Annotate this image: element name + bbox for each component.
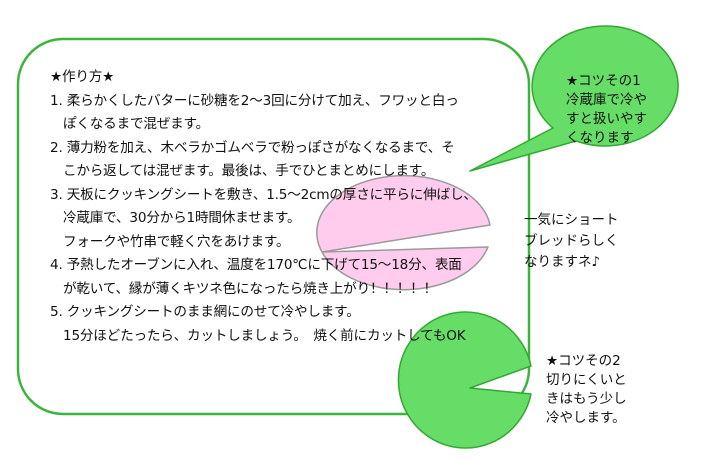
pink-line: 一気にショート (524, 212, 619, 228)
tip2-line: 冷やします。 (546, 410, 626, 426)
step-3-continuation: 冷蔵庫で、30分から1時間休ませます。 (63, 210, 301, 226)
step-2-continuation: こから返しては混ぜます。最後は、手でひとまとめにします。 (63, 163, 435, 179)
tip2-line: きはもう少し (546, 391, 627, 407)
tip1-line: くなります (566, 130, 634, 146)
recipe-frame (16, 37, 531, 416)
tip1-text: ★コツその1 冷蔵庫で冷や すと扱いやす くなります (566, 72, 647, 148)
step-1-continuation: ぽくなるまで混ぜます。 (63, 116, 209, 132)
pink-line: ブレッドらしく (524, 233, 619, 249)
step-2-line: 2. 薄力粉を加え、木ベラかゴムベラで粉っぽさがなくなるまで、そ (50, 139, 455, 156)
step-4-line: 4. 予熱したオーブンに入れ、温度を170℃に下げて15～18分、表面 (50, 257, 462, 273)
tip1-line: 冷蔵庫で冷や (566, 92, 647, 108)
step-1-line: 1. 柔らかくしたバターに砂糖を2～3回に分けて加え、フワッと白っ (50, 92, 459, 109)
step-3-line: 3. 天板にクッキングシートを敷き、1.5～2cmの厚さに平らに伸ばし、 (50, 186, 477, 203)
tip1-line: ★コツその1 (566, 73, 641, 89)
recipe-heading: ★作り方★ (50, 69, 115, 85)
tip2-line: ★コツその2 (546, 353, 621, 369)
tip1-line: すと扱いやす (566, 111, 647, 127)
pink-bubble-text: 一気にショート ブレッドらしく なりますネ♪ (524, 210, 619, 273)
tip2-bubble (397, 311, 532, 449)
tip1-bubble (469, 25, 679, 172)
tip2-line: 切りにくいと (546, 372, 627, 388)
step-4-continuation: が乾いて、縁が薄くキツネ色になったら焼き上がり！！！！！ (63, 280, 437, 297)
pink-line: なりますネ♪ (524, 254, 601, 270)
step-5-line: 5. クッキングシートのまま網にのせて冷やします。 (50, 304, 360, 320)
pink-bubble (316, 174, 491, 291)
recipe-instructions: ★作り方★ 1. 柔らかくしたバターに砂糖を2～3回に分けて加え、フワッと白っ … (50, 66, 520, 348)
tip2-text: ★コツその2 切りにくいと きはもう少し 冷やします。 (546, 352, 627, 428)
step-3-note: フォークや竹串で軽く穴をあけます。 (63, 233, 290, 250)
step-5-continuation: 15分ほどたったら、カットしましょう。 焼く前にカットしてもOK (63, 327, 466, 344)
